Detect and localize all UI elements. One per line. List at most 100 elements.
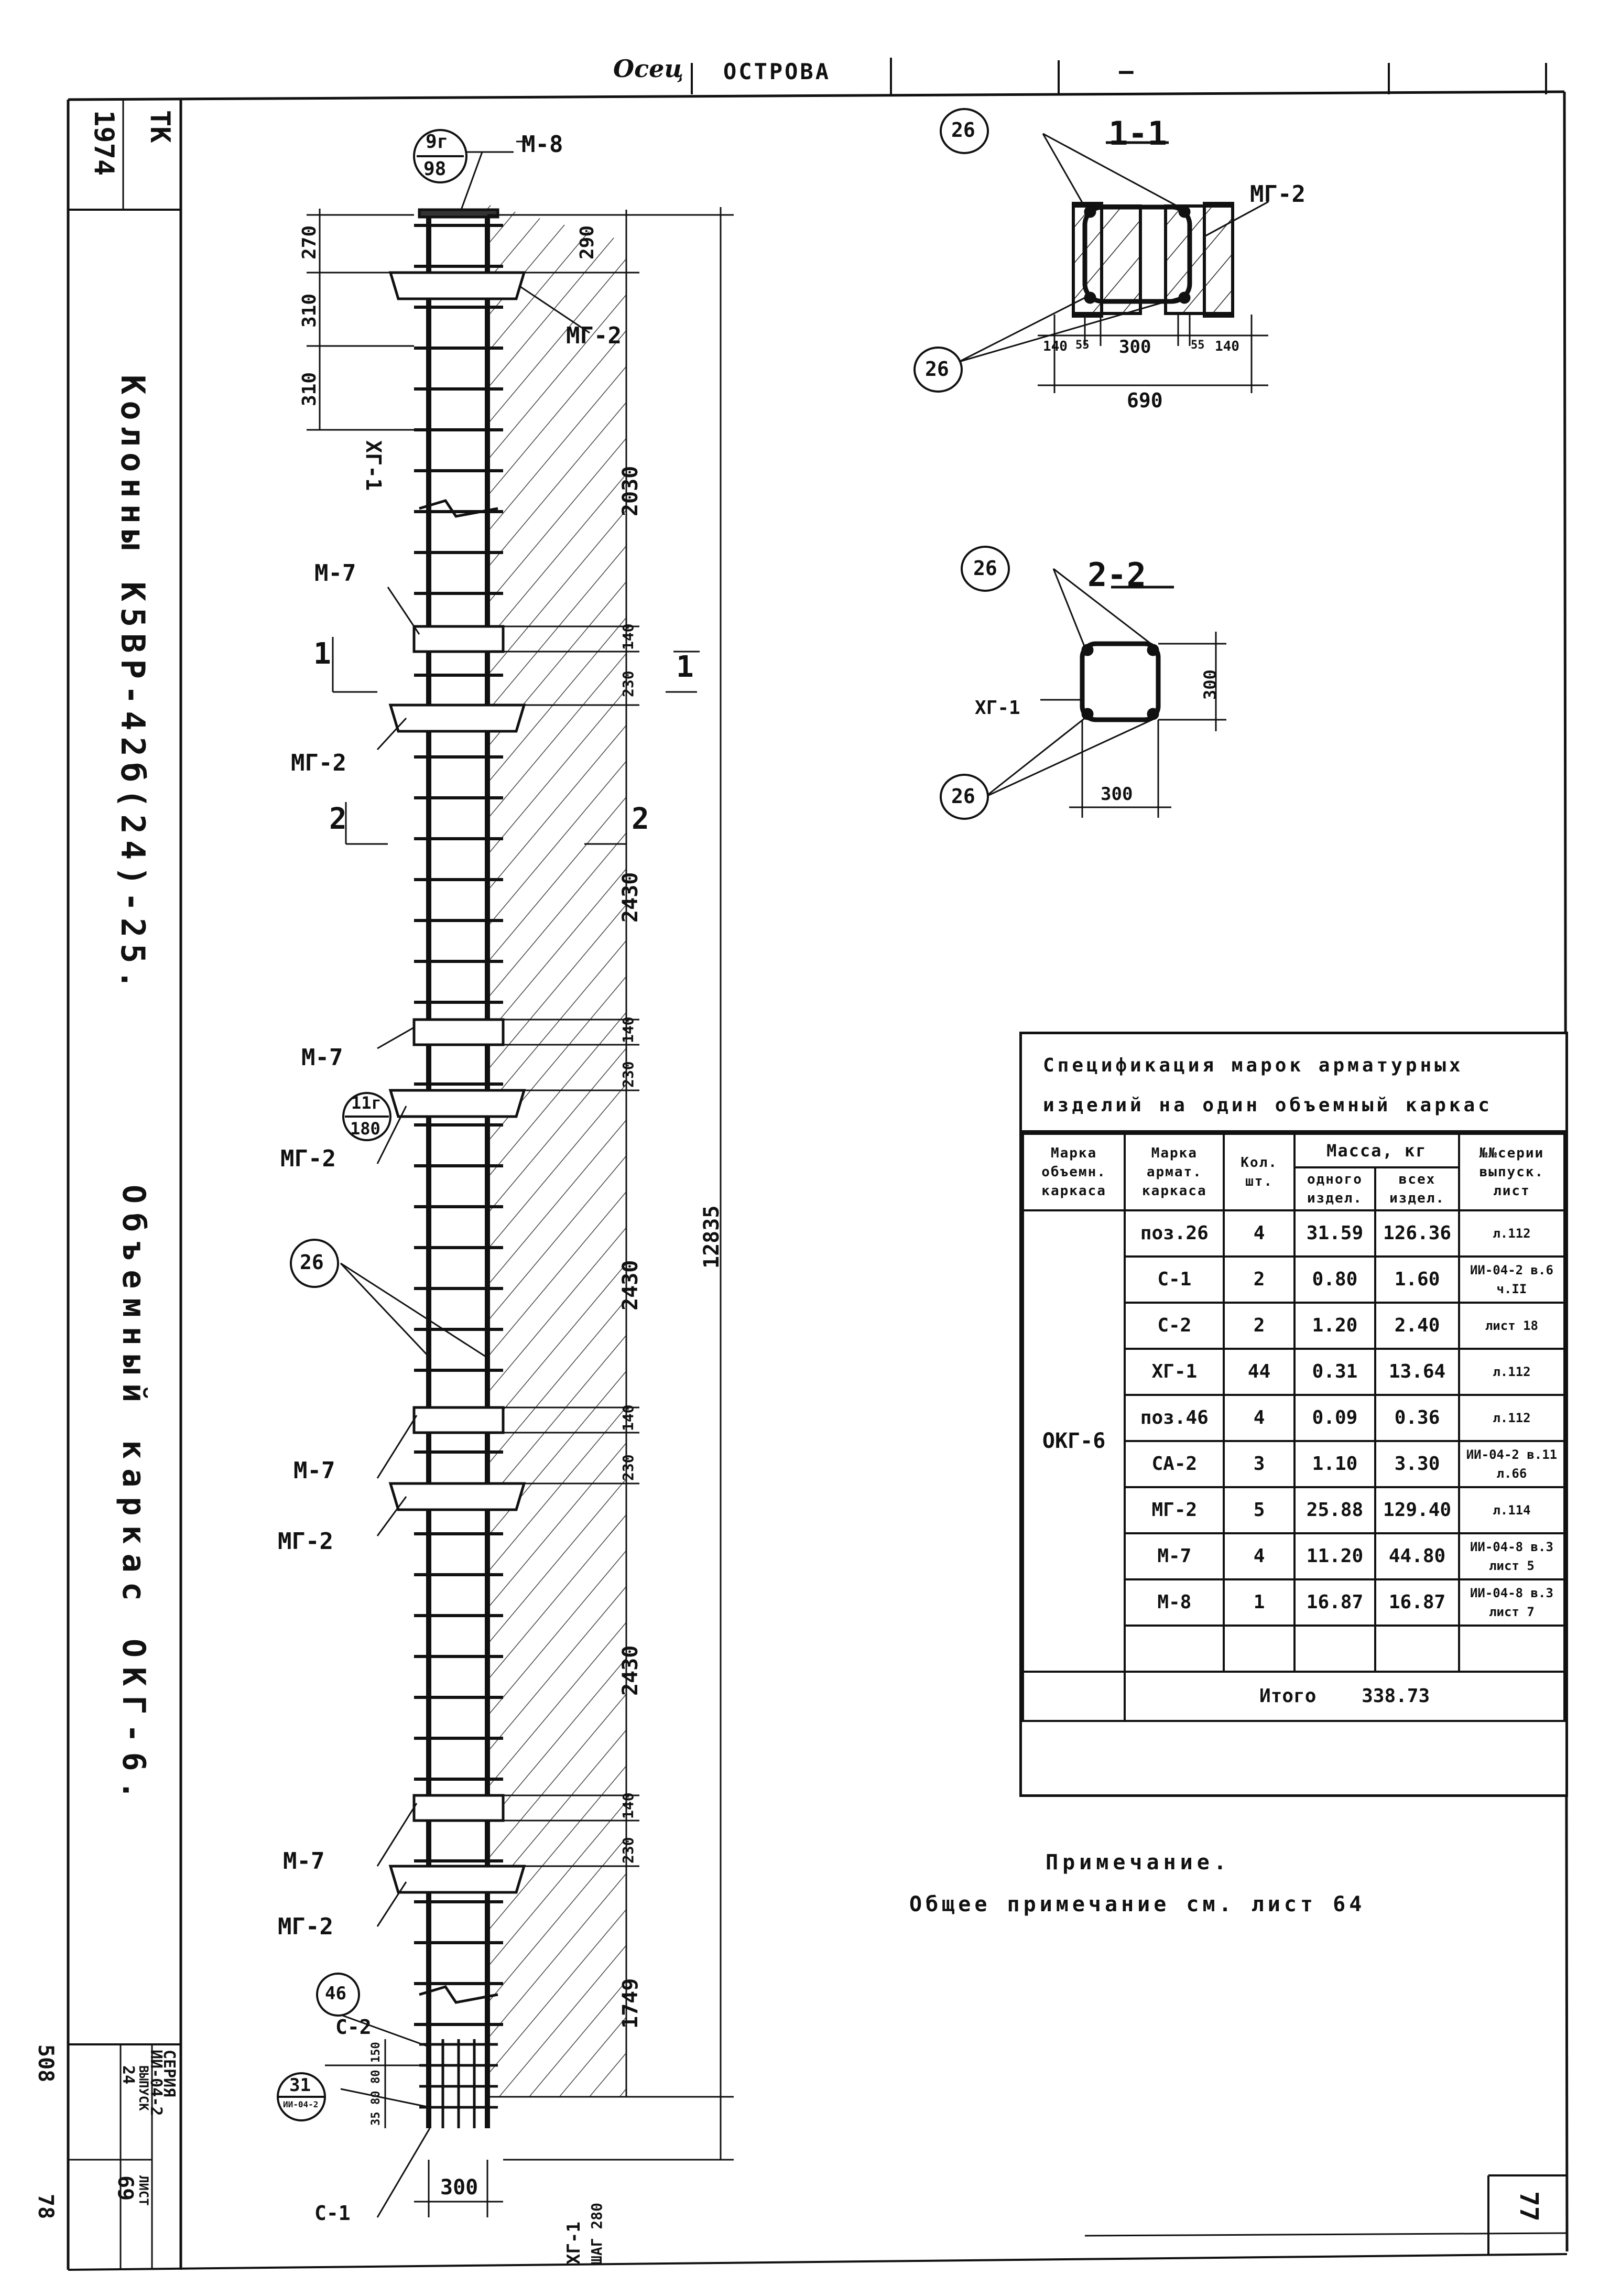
dim-left-310-b: 310 [299,372,320,406]
spec-title-line2: изделий на один объемный каркас [1043,1095,1493,1116]
dim-right-230-1: 230 [619,670,637,697]
page-number: 77 [1514,2191,1543,2222]
pos-46: 46 [325,1983,346,2004]
dim-bottom-150: 150 [369,2042,383,2063]
spec-cell-mark: М-7 [1124,1532,1225,1580]
mark-m7-1: М-7 [314,560,356,587]
dim-left-270: 270 [299,225,320,259]
dim-right-140-2: 140 [619,1016,637,1043]
spec-cell-one: 11.20 [1293,1532,1377,1580]
hdr-arm-mark: Марка армат. каркаса [1124,1133,1225,1211]
dim-left-310-a: 310 [299,293,320,328]
spec-cell-ref: л.112 [1457,1209,1566,1258]
dim-right-2430-3: 2430 [618,1645,643,1696]
spec-group-mark: ОКГ-6 [1021,1209,1126,1673]
issue-label: ВЫПУСК [136,2065,151,2111]
spec-cell-qty: 4 [1223,1209,1296,1258]
spec-cell-qty: 2 [1223,1302,1296,1350]
sheet-label: ЛИСТ [136,2175,151,2206]
spec-cell-all: 3.30 [1374,1440,1460,1488]
note-title: Примечание. [1046,1850,1231,1875]
spec-cell-mark: ХГ-1 [1124,1348,1225,1396]
spec-cell-all: 16.87 [1374,1578,1460,1627]
cut-2-right: 2 [632,802,649,836]
spec-cell-one: 31.59 [1293,1209,1377,1258]
spec-cell-mark [1124,1624,1225,1673]
spec-cell-one: 1.10 [1293,1440,1377,1488]
spec-cell-ref: ИИ-04-8 в.3 лист 5 [1457,1532,1566,1580]
dim-right-140-4: 140 [619,1792,637,1819]
section-2-title: 2-2 [1087,556,1146,594]
dim-right-290: 290 [576,225,598,259]
dim-right-230-3: 230 [619,1454,637,1481]
dim-right-230-2: 230 [619,1061,637,1088]
spec-cell-mark: С-1 [1124,1255,1225,1304]
spec-cell-one: 16.87 [1293,1578,1377,1627]
pos-31-ref: ИИ-04-2 [283,2099,319,2109]
spec-cell-mark: СА-2 [1124,1440,1225,1488]
width-dim-300: 300 [440,2175,478,2200]
spec-cell-one: 25.88 [1293,1486,1377,1534]
top-stamp-dash: — [1119,57,1134,85]
mark-mg2-4: МГ-2 [278,1913,333,1940]
spec-cell-ref: л.114 [1457,1486,1566,1534]
mark-c1: С-1 [314,2202,351,2225]
section-1-total: 690 [1127,389,1163,412]
sheet-value: 69 [113,2175,137,2201]
signature-scribble: Осец [613,55,684,83]
mark-m8: М-8 [521,131,563,158]
hdr-qty: Кол. шт. [1223,1133,1296,1211]
spec-cell-qty: 3 [1223,1440,1296,1488]
mark-m7-4: М-7 [283,1848,325,1875]
spec-cell-mark: поз.26 [1124,1209,1225,1258]
spec-cell-one: 0.09 [1293,1394,1377,1442]
mark-m7-3: М-7 [293,1457,335,1484]
spec-total: Итого 338.73 [1124,1671,1565,1722]
cut-1-left: 1 [313,637,331,671]
spec-cell-ref: ИИ-04-8 в.3 лист 7 [1457,1578,1566,1627]
hdr-mass: Масса, кг [1293,1133,1460,1168]
spec-cell-one: 0.80 [1293,1255,1377,1304]
section-2-bar-bottom: 26 [951,785,975,808]
section-1-dim-55b: 55 [1191,339,1205,352]
spec-title-line1: Спецификация марок арматурных [1043,1055,1464,1076]
spec-cell-qty: 1 [1223,1578,1296,1627]
spec-cell-qty: 5 [1223,1486,1296,1534]
step-value: ШАГ 280 [588,2202,605,2265]
callout-mid-num: 11г [351,1093,382,1113]
spec-title: Спецификация марок арматурных изделий на… [1022,1034,1565,1133]
dim-right-140-3: 140 [619,1404,637,1431]
spec-cell-all: 1.60 [1374,1255,1460,1304]
hdr-mass-all: всех издел. [1374,1166,1460,1211]
section-1-title: 1-1 [1108,114,1167,153]
dim-bottom-80b: 80 [369,2091,383,2105]
aux-number-a: 508 [34,2044,58,2083]
section-1-bar-top: 26 [951,118,975,142]
spec-cell-all: 44.80 [1374,1532,1460,1580]
spec-row [1023,1624,1566,1673]
mark-mg2-2: МГ-2 [280,1145,336,1172]
section-2-dim-v: 300 [1200,669,1220,700]
dim-total-12835: 12835 [700,1205,724,1269]
section-1-mark: МГ-2 [1250,181,1305,208]
spec-cell-ref: л.112 [1457,1348,1566,1396]
pos-26-elev: 26 [300,1251,324,1274]
spec-grid: Марка объемн. каркаса Марка армат. карка… [1021,1133,1566,1722]
section-2-dim-h: 300 [1101,784,1133,805]
spec-cell-one: 0.31 [1293,1348,1377,1396]
hdr-mass-one: одного издел. [1293,1166,1377,1211]
spec-cell-one [1293,1624,1377,1673]
mark-xg1-elev: ХГ-1 [361,440,385,491]
step-label: ХГ-1 [563,2222,584,2265]
section-1-bar-bottom: 26 [925,358,949,381]
pos-31: 31 [289,2075,311,2096]
section-2-mark: ХГ-1 [975,697,1020,719]
dim-right-230-4: 230 [619,1837,637,1864]
spec-cell-all: 13.64 [1374,1348,1460,1396]
